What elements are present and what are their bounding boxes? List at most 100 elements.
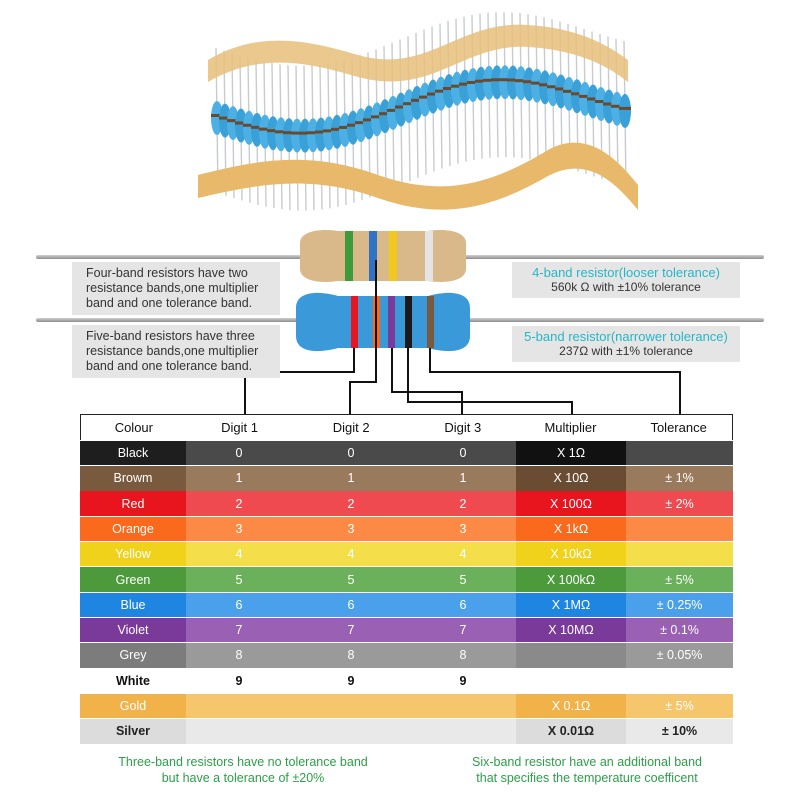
digit-2-cell: 9 (292, 668, 410, 693)
colour-name-cell: Black (80, 440, 186, 466)
five-band-example-title: 5-band resistor(narrower tolerance) (524, 329, 728, 344)
header-multiplier: Multiplier (544, 420, 597, 435)
digit-3-cell (410, 719, 516, 744)
colour-name-cell: Orange (80, 516, 186, 542)
four-band-example-title: 4-band resistor(looser tolerance) (532, 265, 720, 280)
four-band-example-desc: 560k Ω with ±10% tolerance (551, 280, 701, 294)
digit-2-cell: 0 (292, 440, 410, 466)
digit-1-cell (186, 693, 292, 719)
four-band-info-line: Four-band resistors have two (86, 266, 248, 280)
colour-name-cell: Violet (80, 617, 186, 643)
digit-3-cell: 0 (410, 440, 516, 466)
colour-name-cell: Blue (80, 592, 186, 618)
digit-3-cell: 2 (410, 491, 516, 516)
digit-2-cell: 8 (292, 643, 410, 668)
six-band-footnote-line: Six-band resistor have an additional ban… (471, 755, 702, 769)
digit-1-cell: 2 (186, 491, 292, 516)
five-band-resistor-lead (36, 318, 764, 322)
digit-3-cell: 7 (410, 617, 516, 643)
digit-3-cell: 6 (410, 592, 516, 618)
digit-2-cell: 5 (292, 567, 410, 592)
digit-1-cell: 7 (186, 617, 292, 643)
header-tolerance: Tolerance (650, 420, 707, 435)
four-band-resistor-lead (36, 255, 764, 259)
multiplier-cell: X 10MΩ (516, 617, 626, 643)
colour-name-cell: Green (80, 567, 186, 592)
tolerance-cell: ± 5% (626, 693, 733, 719)
table-header: Colour Digit 1 Digit 2 Digit 3 Multiplie… (80, 414, 733, 440)
digit-1-cell: 4 (186, 541, 292, 567)
five-band-stripe-red (351, 296, 358, 348)
six-band-footnote: Six-band resistor have an additional ban… (442, 754, 732, 786)
tolerance-cell (626, 440, 733, 466)
header-digit-2: Digit 2 (332, 420, 370, 435)
colour-name-cell: Grey (80, 643, 186, 668)
five-band-example-box: 5-band resistor(narrower tolerance) 237Ω… (512, 326, 740, 362)
digit-2-cell: 7 (292, 617, 410, 643)
digit-3-cell: 1 (410, 466, 516, 491)
digit-2-cell: 3 (292, 516, 410, 542)
multiplier-cell: X 0.1Ω (516, 693, 626, 719)
digit-1-cell: 9 (186, 668, 292, 693)
tolerance-cell: ± 0.1% (626, 617, 733, 643)
digit-3-cell: 5 (410, 567, 516, 592)
tolerance-cell: ± 2% (626, 491, 733, 516)
multiplier-cell: X 100kΩ (516, 567, 626, 592)
multiplier-cell (516, 668, 626, 693)
tolerance-cell (626, 668, 733, 693)
four-band-info-line: resistance bands,one multiplier (86, 281, 259, 295)
digit-1-cell: 5 (186, 567, 292, 592)
multiplier-cell: X 10Ω (516, 466, 626, 491)
five-band-stripe-black (405, 296, 412, 348)
multiplier-cell: X 1Ω (516, 440, 626, 466)
multiplier-cell (516, 643, 626, 668)
digit-3-cell: 3 (410, 516, 516, 542)
tape-resistor (619, 93, 631, 128)
digit-2-cell: 2 (292, 491, 410, 516)
five-band-info-line: Five-band resistors have three (86, 329, 255, 343)
header-colour: Colour (114, 420, 153, 435)
five-band-info-line: band and one tolerance band. (86, 359, 253, 373)
tolerance-cell: ± 5% (626, 567, 733, 592)
digit-2-cell: 1 (292, 466, 410, 491)
five-band-info-line: resistance bands,one multiplier (86, 344, 259, 358)
tolerance-cell: ± 1% (626, 466, 733, 491)
digit-2-cell (292, 693, 410, 719)
digit-1-cell: 8 (186, 643, 292, 668)
multiplier-cell: X 0.01Ω (516, 719, 626, 744)
multiplier-cell: X 1MΩ (516, 592, 626, 618)
header-digit-3: Digit 3 (444, 420, 482, 435)
digit-3-cell (410, 693, 516, 719)
digit-3-cell: 4 (410, 541, 516, 567)
colour-name-cell: White (80, 668, 186, 693)
digit-1-cell: 1 (186, 466, 292, 491)
five-band-stripe-brown (427, 296, 434, 348)
digit-1-cell: 6 (186, 592, 292, 618)
five-band-resistor-body (296, 292, 470, 352)
multiplier-cell: X 1kΩ (516, 516, 626, 542)
multiplier-cell: X 10kΩ (516, 541, 626, 567)
colour-code-table: Colour Digit 1 Digit 2 Digit 3 Multiplie… (80, 414, 733, 744)
resistor-tape-photo (198, 12, 638, 211)
digit-3-cell: 8 (410, 643, 516, 668)
four-band-info-line: band and one tolerance band. (86, 296, 253, 310)
colour-name-cell: Silver (80, 719, 186, 744)
multiplier-cell: X 100Ω (516, 491, 626, 516)
header-digit-1: Digit 1 (221, 420, 258, 435)
colour-name-cell: Red (80, 491, 186, 516)
five-band-example-desc: 237Ω with ±1% tolerance (559, 344, 693, 358)
five-band-stripe-violet (388, 296, 395, 348)
four-band-info-box: Four-band resistors have two resistance … (72, 262, 280, 315)
digit-3-cell: 9 (410, 668, 516, 693)
